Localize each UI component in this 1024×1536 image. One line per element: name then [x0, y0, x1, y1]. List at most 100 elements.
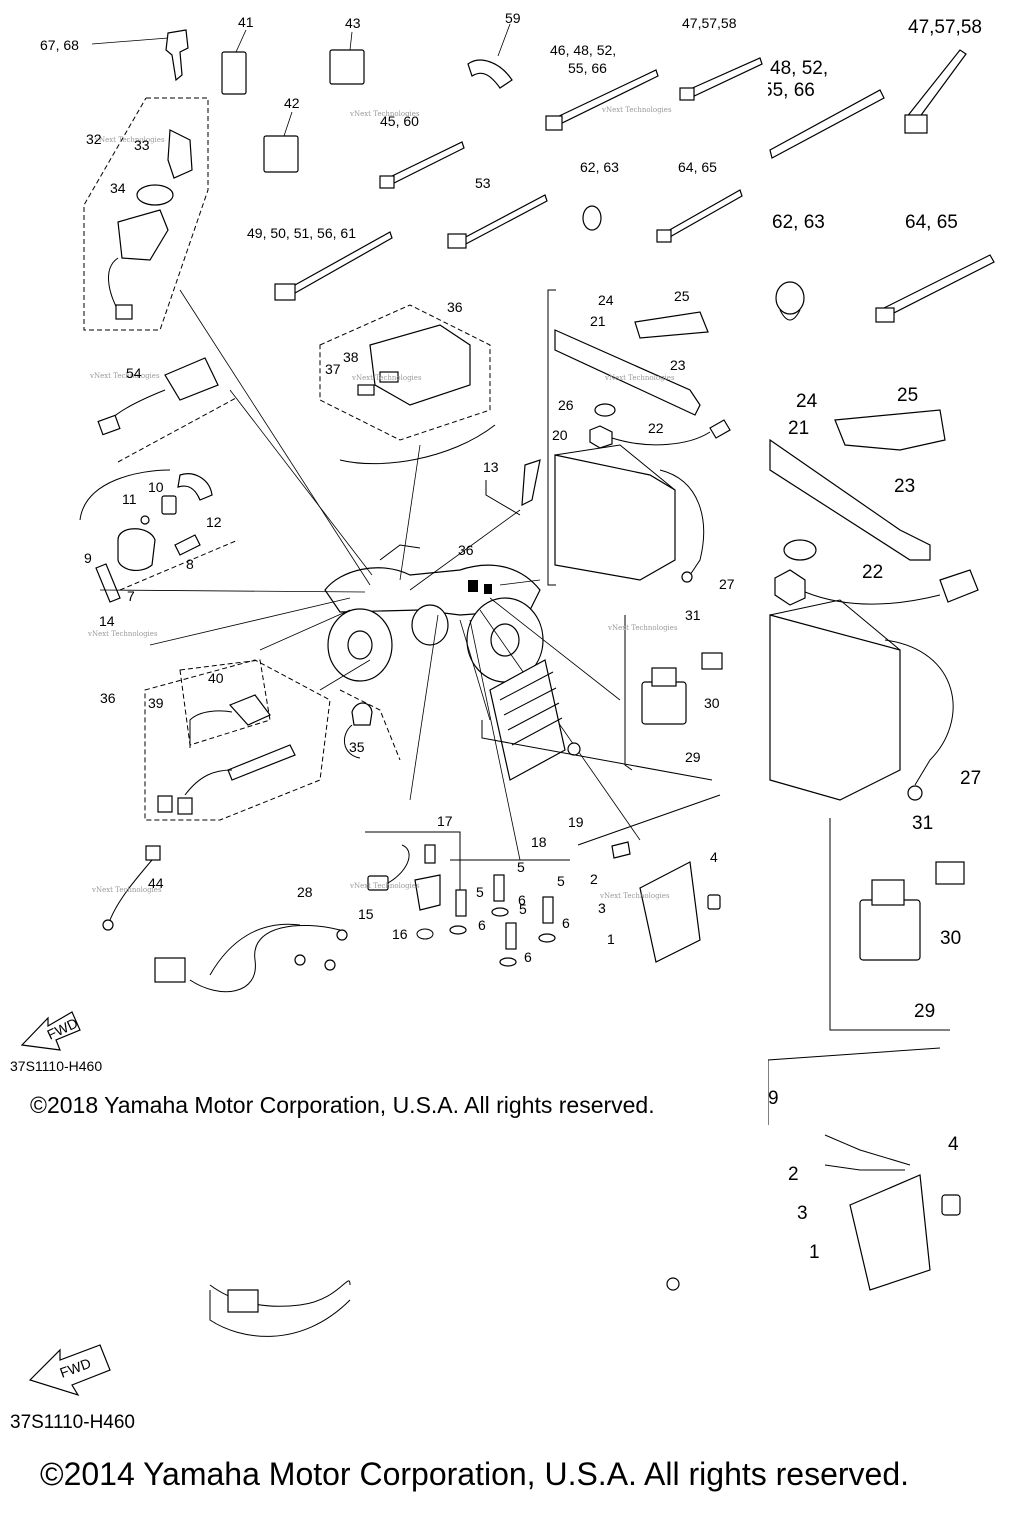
callout-49: 49, 50, 51, 56, 61 — [247, 225, 356, 241]
callout-large-25: 25 — [897, 385, 918, 406]
svg-text:vNext Technologies: vNext Technologies — [349, 882, 420, 890]
svg-text:vNext Technologies: vNext Technologies — [607, 624, 678, 632]
callout-59: 59 — [505, 10, 521, 26]
relay-box-36 — [319, 304, 496, 465]
svg-text:vNext Technologies: vNext Technologies — [599, 892, 670, 900]
callout-14: 14 — [99, 613, 115, 629]
atv-vehicle — [324, 544, 544, 683]
clip-59 — [467, 59, 513, 89]
callout-23: 23 — [670, 357, 686, 373]
callout-5d: 5 — [519, 901, 527, 917]
large-view: 47,57,58 48, 52, 55, 66 62, 63 64, 65 24… — [28, 17, 995, 1397]
cable-tie-large-1 — [769, 49, 967, 159]
callout-large-62: 62, 63 — [772, 212, 825, 233]
callout-32: 32 — [86, 131, 102, 147]
callout-1: 1 — [607, 931, 615, 947]
watermarks: vNext Technologies vNext Technologies vN… — [87, 106, 678, 900]
callout-33: 33 — [134, 137, 150, 153]
callout-26: 26 — [558, 397, 574, 413]
cdi-unit-small — [577, 794, 721, 963]
battery-large — [769, 599, 954, 801]
svg-text:vNext Technologies: vNext Technologies — [91, 886, 162, 894]
handlebar-switch-54 — [97, 357, 237, 463]
callout-5c: 5 — [557, 873, 565, 889]
callout-55: 55, 66 — [568, 60, 607, 76]
callout-39: 39 — [148, 695, 164, 711]
callout-7: 7 — [127, 588, 135, 604]
callout-21: 21 — [590, 313, 606, 329]
callout-large-31: 31 — [912, 813, 933, 834]
callout-large-55: 55, 66 — [762, 80, 815, 101]
callout-5a: 5 — [517, 859, 525, 875]
callout-27: 27 — [719, 576, 735, 592]
callout-large-3: 3 — [797, 1203, 808, 1224]
lead-wire-44 — [102, 845, 161, 931]
callout-large-22: 22 — [862, 562, 883, 583]
drawing-code-small: 37S1110-H460 — [10, 1058, 103, 1074]
callout-62: 62, 63 — [580, 159, 619, 175]
svg-text:vNext Technologies: vNext Technologies — [601, 106, 672, 114]
relay-43 — [329, 49, 365, 85]
callout-64: 64, 65 — [678, 159, 717, 175]
connector-41 — [221, 51, 247, 95]
callout-11: 11 — [122, 491, 137, 507]
callout-large-9: 9 — [768, 1088, 779, 1109]
callout-19: 19 — [568, 814, 584, 830]
callout-38: 38 — [343, 349, 359, 365]
speed-sensor-15 — [365, 831, 461, 940]
bolts-washers — [449, 859, 570, 967]
callout-47-small: 47,57,58 — [682, 15, 737, 31]
callout-12: 12 — [206, 514, 222, 530]
callout-3: 3 — [598, 900, 606, 916]
starter-relay-large — [829, 818, 965, 1031]
battery-group-small — [547, 289, 731, 586]
callout-16: 16 — [392, 926, 408, 942]
callout-8: 8 — [186, 556, 194, 572]
cable-tie-large-2 — [875, 254, 995, 323]
callout-41: 41 — [238, 14, 254, 30]
callout-53: 53 — [475, 175, 491, 191]
callout-15: 15 — [358, 906, 374, 922]
leader-lines — [99, 289, 641, 861]
svg-text:vNext Technologies: vNext Technologies — [89, 372, 160, 380]
callout-large-1: 1 — [809, 1242, 820, 1263]
svg-text:vNext Technologies: vNext Technologies — [94, 136, 165, 144]
callout-10: 10 — [148, 479, 164, 495]
callout-9: 9 — [84, 550, 92, 566]
callout-6b: 6 — [478, 917, 486, 933]
callout-54: 54 — [126, 365, 142, 381]
callout-46: 46, 48, 52, — [550, 42, 616, 58]
cable-ties-top — [274, 57, 763, 301]
battery-bracket-large — [769, 409, 979, 606]
small-view: vNext Technologies vNext Technologies vN… — [20, 10, 763, 1051]
callout-30: 30 — [704, 695, 720, 711]
clamp-large — [775, 281, 805, 321]
callout-6d: 6 — [524, 949, 532, 965]
svg-text:vNext Technologies: vNext Technologies — [604, 374, 675, 382]
wire-harness-large — [209, 1277, 680, 1337]
callout-4: 4 — [710, 849, 718, 865]
callout-20: 20 — [552, 427, 568, 443]
callout-28: 28 — [297, 884, 313, 900]
callout-6c: 6 — [562, 915, 570, 931]
callout-36-mid: 36 — [458, 542, 474, 558]
callout-large-4: 4 — [948, 1134, 959, 1155]
callout-37: 37 — [325, 361, 341, 377]
callout-22: 22 — [648, 420, 664, 436]
callout-43: 43 — [345, 15, 361, 31]
copyright-large: ©2014 Yamaha Motor Corporation, U.S.A. A… — [40, 1456, 910, 1492]
svg-text:vNext Technologies: vNext Technologies — [87, 630, 158, 638]
callout-13: 13 — [483, 459, 499, 475]
callout-large-23: 23 — [894, 476, 915, 497]
callout-6a: 6 — [518, 892, 526, 908]
callout-67: 67, 68 — [40, 37, 79, 53]
fwd-arrow-large: FWD — [28, 1344, 111, 1397]
spark-plug-13 — [521, 459, 541, 507]
svg-text:vNext Technologies: vNext Technologies — [351, 374, 422, 382]
callout-large-21: 21 — [788, 418, 809, 439]
callout-45: 45, 60 — [380, 113, 419, 129]
callout-36-left: 36 — [100, 690, 116, 706]
callout-large-30: 30 — [940, 928, 961, 949]
callout-large-48: 48, 52, — [770, 58, 828, 79]
callout-44: 44 — [148, 875, 164, 891]
